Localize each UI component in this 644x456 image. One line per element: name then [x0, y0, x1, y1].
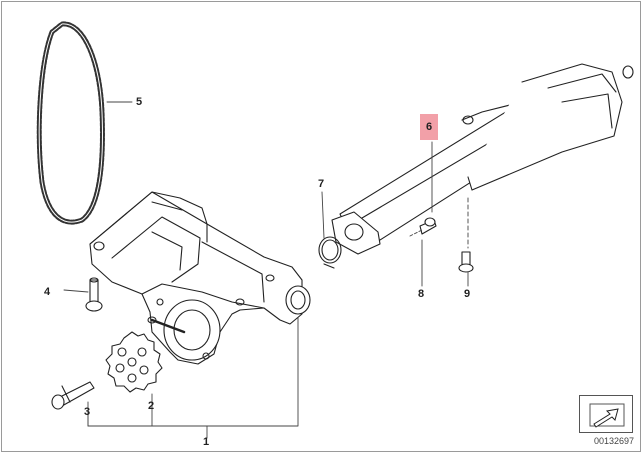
callout-8[interactable]: 8 [418, 288, 425, 300]
oil-pump-part-1 [89, 191, 311, 365]
callout-7[interactable]: 7 [318, 178, 325, 190]
pickup-pipe-part-6 [331, 63, 634, 255]
nav-arrow-box[interactable] [579, 395, 633, 433]
bolt-part-9 [458, 251, 474, 273]
bolt-part-8 [419, 217, 437, 235]
leader-lines [63, 101, 469, 439]
callout-2[interactable]: 2 [148, 400, 155, 412]
callout-3[interactable]: 3 [84, 406, 91, 418]
bolt-part-3 [51, 381, 95, 410]
callout-4[interactable]: 4 [44, 286, 51, 298]
callout-6-highlighted[interactable]: 6 [420, 114, 438, 140]
bolt-part-4 [85, 277, 103, 312]
callout-9[interactable]: 9 [464, 288, 471, 300]
chain-part-5 [36, 21, 105, 225]
arrow-icon [589, 403, 625, 428]
callout-1[interactable]: 1 [203, 436, 210, 448]
o-ring-part-7 [318, 236, 342, 269]
callout-5[interactable]: 5 [136, 96, 143, 108]
document-id: 00132697 [593, 436, 634, 446]
sprocket-part-2 [105, 331, 163, 393]
